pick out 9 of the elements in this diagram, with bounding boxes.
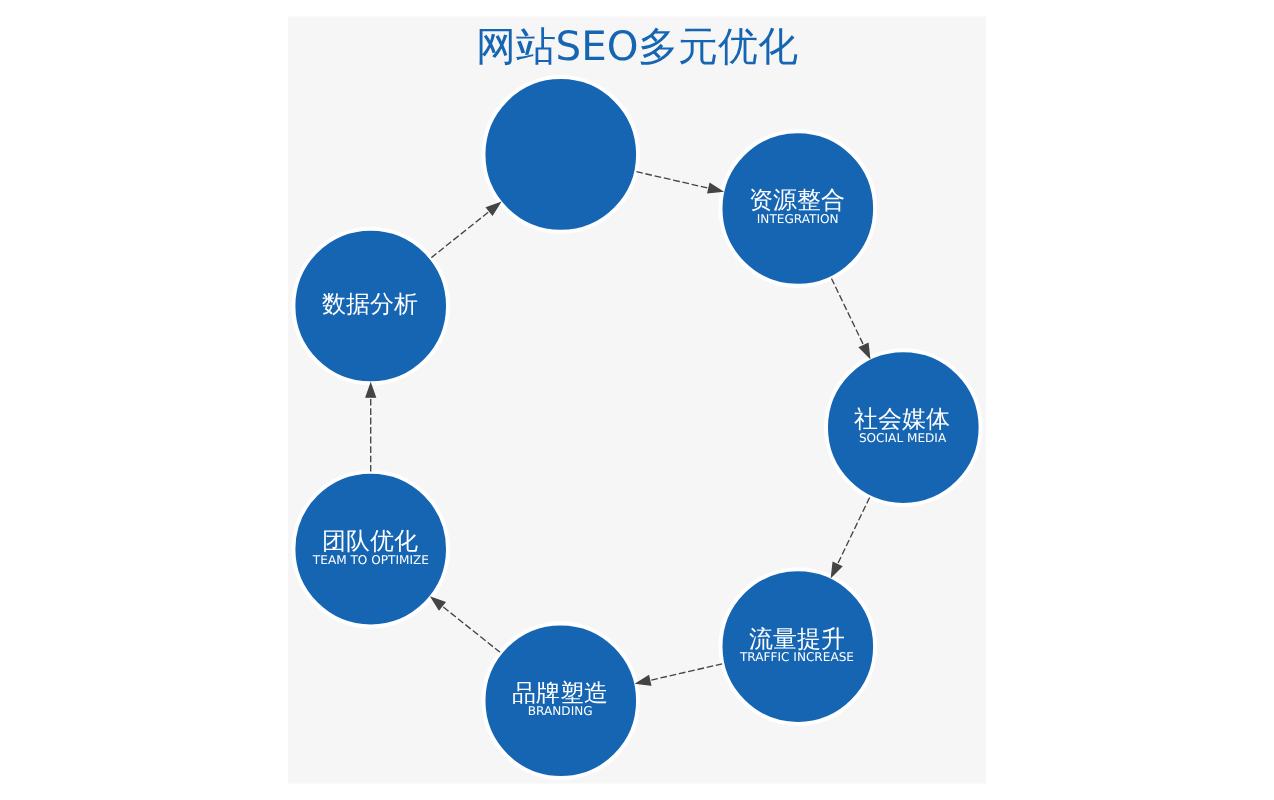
arrow: [634, 663, 723, 686]
arrow: [830, 496, 871, 579]
arrow: [430, 201, 502, 259]
arrow: [365, 381, 377, 473]
arrow: [635, 171, 725, 194]
arrow: [830, 277, 871, 360]
arrow: [429, 596, 501, 653]
diagram-title: 网站SEO多元优化: [475, 21, 799, 70]
node-circle: 数据分析: [291, 226, 451, 386]
